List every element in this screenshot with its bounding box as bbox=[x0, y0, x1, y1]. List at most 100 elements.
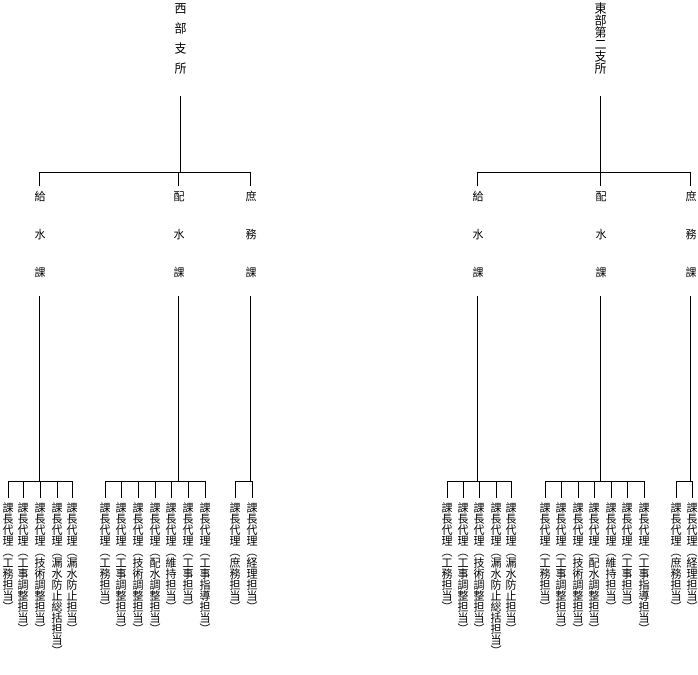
position-label: 課長代理（工事指導担当） bbox=[198, 502, 211, 634]
position-drop-line bbox=[235, 481, 236, 498]
position-drop-line bbox=[627, 481, 628, 498]
department-label: 給水課 bbox=[471, 191, 485, 305]
position-drop-line bbox=[511, 481, 512, 498]
position-label: 課長代理（工事担当） bbox=[181, 502, 194, 612]
position-label: 課長代理（漏水防止担当） bbox=[504, 502, 517, 634]
dept-trunk-line bbox=[600, 296, 601, 481]
department-char: 配 bbox=[173, 190, 185, 203]
position-label: 課長代理（工務担当） bbox=[538, 502, 551, 612]
position-drop-line bbox=[138, 481, 139, 498]
dept-drop-line bbox=[178, 172, 179, 186]
branch-title: 東部第二支所 bbox=[593, 2, 607, 74]
position-label: 課長代理（工事調整担当） bbox=[456, 502, 469, 634]
position-label: 課長代理（維持担当） bbox=[164, 502, 177, 612]
position-drop-line bbox=[252, 481, 253, 498]
position-label: 課長代理（漏水防止総括担当） bbox=[489, 502, 502, 656]
dept-trunk-line bbox=[250, 296, 251, 481]
position-drop-line bbox=[8, 481, 9, 498]
branch-title: 西部支所 bbox=[173, 2, 187, 82]
position-drop-line bbox=[594, 481, 595, 498]
department-char: 水 bbox=[472, 228, 484, 241]
position-drop-line bbox=[479, 481, 480, 498]
position-drop-line bbox=[496, 481, 497, 498]
dept-drop-line bbox=[600, 172, 601, 186]
position-label: 課長代理（経理担当） bbox=[685, 502, 698, 612]
position-label: 課長代理（技術調整担当） bbox=[131, 502, 144, 634]
position-drop-line bbox=[121, 481, 122, 498]
position-label: 課長代理（庶務担当） bbox=[669, 502, 682, 612]
department-char: 水 bbox=[595, 228, 607, 241]
positions-connector-line bbox=[235, 481, 252, 482]
positions-connector-line bbox=[676, 481, 692, 482]
dept-drop-line bbox=[477, 172, 478, 186]
position-label: 課長代理（工務担当） bbox=[98, 502, 111, 612]
position-drop-line bbox=[23, 481, 24, 498]
position-label: 課長代理（工務担当） bbox=[1, 502, 14, 612]
department-char: 課 bbox=[685, 266, 697, 279]
position-drop-line bbox=[611, 481, 612, 498]
department-char: 給 bbox=[34, 190, 46, 203]
department-char: 庶 bbox=[245, 190, 257, 203]
department-char: 務 bbox=[685, 228, 697, 241]
dept-trunk-line bbox=[39, 296, 40, 481]
department-char: 課 bbox=[245, 266, 257, 279]
branch-trunk-line bbox=[600, 96, 601, 172]
department-char: 給 bbox=[472, 190, 484, 203]
position-drop-line bbox=[155, 481, 156, 498]
position-label: 課長代理（工事調整担当） bbox=[16, 502, 29, 634]
position-drop-line bbox=[463, 481, 464, 498]
position-drop-line bbox=[447, 481, 448, 498]
position-drop-line bbox=[57, 481, 58, 498]
department-char: 課 bbox=[34, 266, 46, 279]
position-label: 課長代理（工務担当） bbox=[440, 502, 453, 612]
dept-drop-line bbox=[690, 172, 691, 186]
position-label: 課長代理（維持担当） bbox=[604, 502, 617, 612]
position-drop-line bbox=[561, 481, 562, 498]
position-label: 課長代理（経理担当） bbox=[245, 502, 258, 612]
position-drop-line bbox=[105, 481, 106, 498]
position-label: 課長代理（工事調整担当） bbox=[114, 502, 127, 634]
position-drop-line bbox=[676, 481, 677, 498]
department-label: 庶務課 bbox=[684, 191, 698, 305]
position-label: 課長代理（工事調整担当） bbox=[554, 502, 567, 634]
dept-trunk-line bbox=[477, 296, 478, 481]
position-label: 課長代理（工事担当） bbox=[620, 502, 633, 612]
dept-trunk-line bbox=[178, 296, 179, 481]
position-label: 課長代理（漏水防止総括担当） bbox=[50, 502, 63, 656]
position-label: 課長代理（技術調整担当） bbox=[33, 502, 46, 634]
department-label: 庶務課 bbox=[244, 191, 258, 305]
branch-connector-line bbox=[477, 172, 690, 173]
position-label: 課長代理（配水調整担当） bbox=[587, 502, 600, 634]
position-drop-line bbox=[578, 481, 579, 498]
branch-trunk-line bbox=[180, 96, 181, 172]
dept-drop-line bbox=[39, 172, 40, 186]
department-char: 水 bbox=[173, 228, 185, 241]
department-char: 水 bbox=[34, 228, 46, 241]
position-drop-line bbox=[545, 481, 546, 498]
position-drop-line bbox=[188, 481, 189, 498]
dept-trunk-line bbox=[690, 296, 691, 481]
position-drop-line bbox=[692, 481, 693, 498]
position-drop-line bbox=[205, 481, 206, 498]
department-char: 務 bbox=[245, 228, 257, 241]
department-label: 配水課 bbox=[594, 191, 608, 305]
branch-connector-line bbox=[39, 172, 250, 173]
position-label: 課長代理（配水調整担当） bbox=[148, 502, 161, 634]
position-label: 課長代理（技術調整担当） bbox=[472, 502, 485, 634]
department-char: 配 bbox=[595, 190, 607, 203]
position-drop-line bbox=[72, 481, 73, 498]
department-label: 配水課 bbox=[172, 191, 186, 305]
dept-drop-line bbox=[250, 172, 251, 186]
position-label: 課長代理（工事指導担当） bbox=[637, 502, 650, 634]
department-char: 課 bbox=[472, 266, 484, 279]
position-label: 課長代理（技術調整担当） bbox=[571, 502, 584, 634]
position-label: 課長代理（漏水防止担当） bbox=[65, 502, 78, 634]
position-drop-line bbox=[171, 481, 172, 498]
department-char: 課 bbox=[173, 266, 185, 279]
department-char: 課 bbox=[595, 266, 607, 279]
position-drop-line bbox=[40, 481, 41, 498]
department-char: 庶 bbox=[685, 190, 697, 203]
department-label: 給水課 bbox=[33, 191, 47, 305]
position-drop-line bbox=[644, 481, 645, 498]
